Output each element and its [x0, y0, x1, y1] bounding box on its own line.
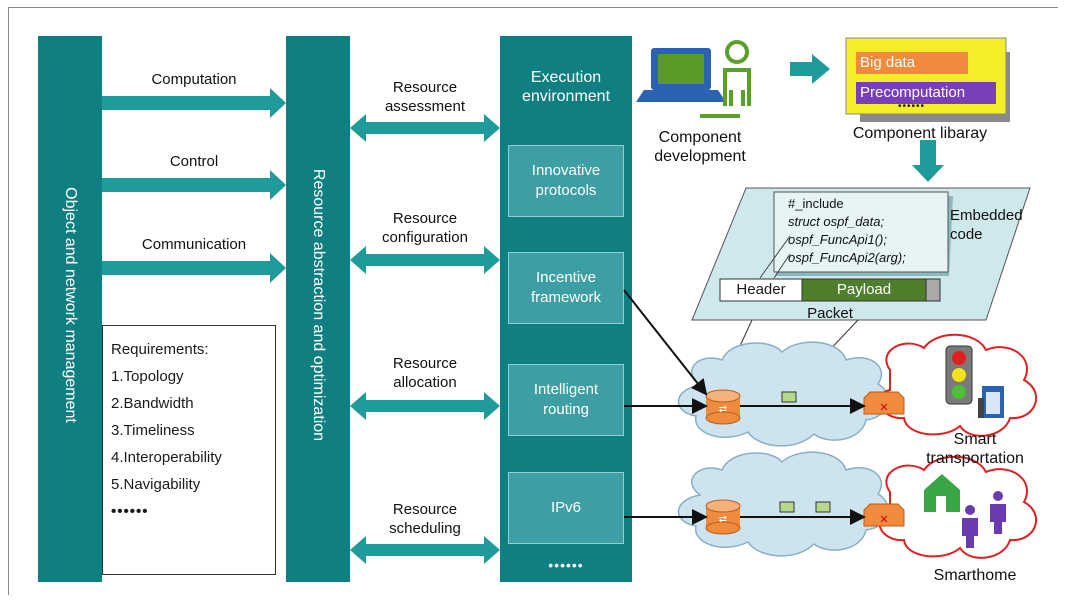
big-data-label: Big data [860, 54, 916, 71]
innovative-protocols-box: Innovative protocols [508, 145, 624, 217]
requirement-item: 4.Interoperability [111, 449, 222, 466]
execution-environment-title: Execution environment [500, 68, 632, 106]
requirements-title: Requirements: [111, 341, 209, 358]
gateway-icon: ✕ [863, 391, 905, 415]
communication-arrow [102, 253, 286, 283]
control-arrow [102, 170, 286, 200]
component-library-label: Component libaray [852, 125, 988, 142]
embedded-code-label: Embedded code [950, 206, 1030, 244]
component-word: Component [658, 129, 742, 146]
assessment-double-arrow [350, 114, 500, 142]
person-icon [990, 491, 1006, 534]
svg-text:⇄: ⇄ [719, 514, 727, 525]
code-box [773, 191, 949, 273]
requirement-item: 2.Bandwidth [111, 395, 194, 412]
execution-more-dots: •••••• [548, 557, 584, 573]
figure-frame [8, 7, 1058, 595]
innovative-label: Innovative [531, 162, 601, 179]
protocols-label: protocols [535, 182, 597, 199]
incentive-link [623, 289, 708, 396]
svg-text:✕: ✕ [879, 514, 888, 526]
smart-transportation-label: Smart transportation [920, 430, 1030, 468]
embedded-word: Embedded [950, 207, 1023, 224]
framework-label: framework [530, 289, 601, 306]
communication-label: Communication [141, 236, 247, 253]
flow-arrows [102, 88, 286, 283]
packet-icon [815, 501, 831, 513]
smart-word: Smart [953, 431, 997, 448]
scheduling-word: scheduling [389, 520, 461, 537]
configuration-double-arrow [350, 246, 500, 274]
to-library-arrow [790, 54, 830, 84]
component-development-label: Component development [640, 128, 760, 166]
component-library-icon [845, 37, 1010, 122]
resource-abstraction-bar: Resource abstraction and optimization [286, 36, 350, 582]
library-down-arrow [912, 140, 944, 182]
resource-word: Resource [392, 355, 458, 372]
scheduling-double-arrow [350, 536, 500, 564]
precomputation-label: Precomputation [860, 84, 966, 101]
computation-arrow [102, 88, 286, 118]
intelligent-label: Intelligent [533, 381, 599, 398]
person-icon [962, 505, 978, 548]
routing-label: routing [543, 401, 589, 418]
resource-arrows [350, 114, 500, 564]
requirement-item: 1.Topology [111, 368, 184, 385]
developer-icon [723, 40, 751, 106]
svg-text:✕: ✕ [879, 402, 888, 414]
ipv6-label: IPv6 [550, 499, 581, 516]
incentive-framework-box: Incentive framework [508, 252, 624, 324]
traffic-light-icon [945, 345, 973, 405]
smarthome-label: Smarthome [933, 567, 1017, 584]
code-line: #_include [788, 196, 844, 211]
svg-text:⇄: ⇄ [719, 404, 727, 415]
computation-label: Computation [151, 71, 237, 88]
execution-title-line2: environment [521, 88, 611, 105]
assessment-word: assessment [384, 98, 466, 115]
execution-title-line1: Execution [530, 69, 602, 86]
resource-allocation-label: Resource allocation [350, 354, 500, 392]
packet-icon [779, 501, 795, 513]
requirement-item: 3.Timeliness [111, 422, 195, 439]
resource-configuration-label: Resource configuration [350, 209, 500, 247]
object-network-management-bar: Object and network management [38, 36, 102, 582]
code-line: ospf_FuncApi1(); [788, 232, 887, 247]
intelligent-routing-box: Intelligent routing [508, 364, 624, 436]
resource-word: Resource [392, 501, 458, 518]
code-word: code [950, 226, 983, 243]
development-word: development [654, 148, 746, 165]
control-label: Control [169, 153, 219, 170]
gateway-icon: ✕ [863, 503, 905, 527]
resource-scheduling-label: Resource scheduling [350, 500, 500, 538]
library-dots: •••••• [898, 101, 926, 112]
packet-payload-label: Payload [836, 281, 892, 298]
laptop-icon [636, 48, 726, 102]
allocation-double-arrow [350, 392, 500, 420]
house-icon [924, 474, 960, 512]
requirement-item: •••••• [111, 503, 149, 520]
allocation-word: allocation [393, 374, 457, 391]
packet-tail [925, 278, 941, 302]
resource-assessment-label: Resource assessment [350, 78, 500, 116]
packet-header-label: Header [736, 281, 786, 298]
requirement-item: 5.Navigability [111, 476, 201, 493]
code-line: ospf_FuncApi2(arg); [788, 250, 906, 265]
incentive-label: Incentive [535, 269, 597, 286]
router-icon: ⇄ [705, 499, 741, 535]
resource-word: Resource [392, 79, 458, 96]
router-icon: ⇄ [705, 389, 741, 425]
ipv6-box: IPv6 [508, 472, 624, 544]
transportation-word: transportation [926, 450, 1024, 467]
requirements-box: Requirements: 1.Topology 2.Bandwidth 3.T… [102, 325, 276, 575]
station-icon [978, 386, 1004, 418]
configuration-word: configuration [382, 229, 468, 246]
resource-word: Resource [392, 210, 458, 227]
packet-icon [781, 391, 797, 403]
code-line: struct ospf_data; [788, 214, 885, 229]
packet-label: Packet [807, 305, 853, 322]
